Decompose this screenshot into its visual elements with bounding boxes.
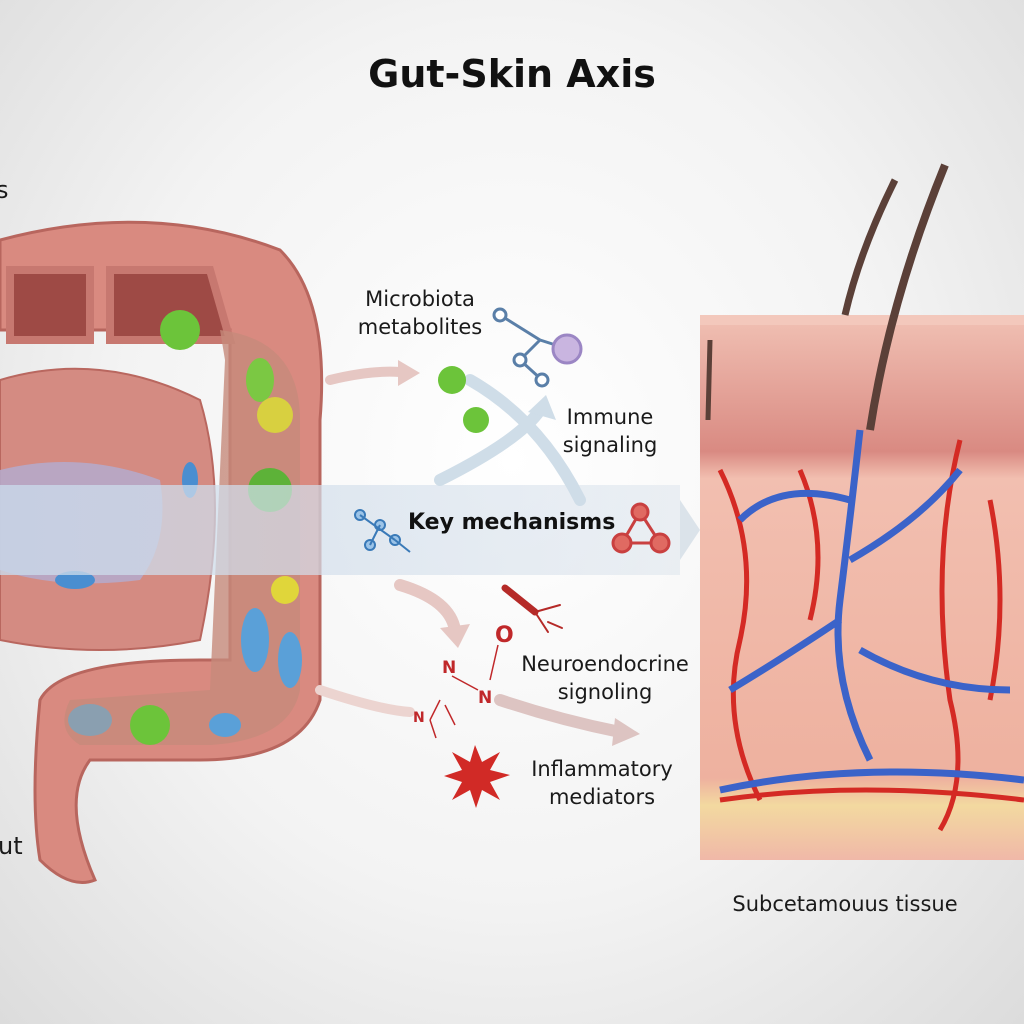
atom-label: O (495, 623, 514, 648)
atom-label: N (478, 688, 492, 708)
label-line: mediators (548, 785, 656, 809)
red-molecule-icon (611, 502, 671, 554)
key-mechanisms-label: Key mechanisms (408, 510, 616, 535)
atom-label: N (442, 658, 456, 678)
skin-tissue-label: Subcetamouus tissue (732, 892, 958, 916)
label-line: Neuroendocrine (521, 652, 689, 676)
immune-molecule-icon (492, 307, 583, 388)
blue-molecule-icon (354, 509, 411, 553)
label-line: Immune (566, 405, 654, 429)
label-line: signaling (562, 433, 658, 457)
microbiota-metabolites-label: Microbiota metabolites (350, 285, 490, 341)
inflammatory-cell-icon (444, 745, 510, 808)
blood-vessel-icon (501, 584, 563, 633)
cut-off-label-top: s (0, 176, 9, 204)
immune-signaling-label: Immune signaling (555, 403, 665, 459)
cut-off-label-bottom: ut (0, 832, 23, 860)
flow-arrows (315, 360, 640, 746)
inflammatory-mediators-label: Inflammatory mediators (522, 755, 682, 811)
label-line: signoling (557, 680, 653, 704)
key-mechanisms-band (0, 485, 680, 575)
label-line: Microbiota (365, 287, 475, 311)
atom-label: N (413, 710, 425, 726)
page-title: Gut-Skin Axis (368, 52, 656, 96)
neuroendocrine-signaling-label: Neuroendocrine signoling (515, 650, 695, 706)
metabolite-bacteria-icons (438, 366, 489, 433)
label-line: Inflammatory (531, 757, 673, 781)
skin-cross-section (700, 163, 1024, 860)
label-line: metabolites (357, 315, 483, 339)
nitrogen-molecule-icon: O N N N (413, 623, 514, 739)
